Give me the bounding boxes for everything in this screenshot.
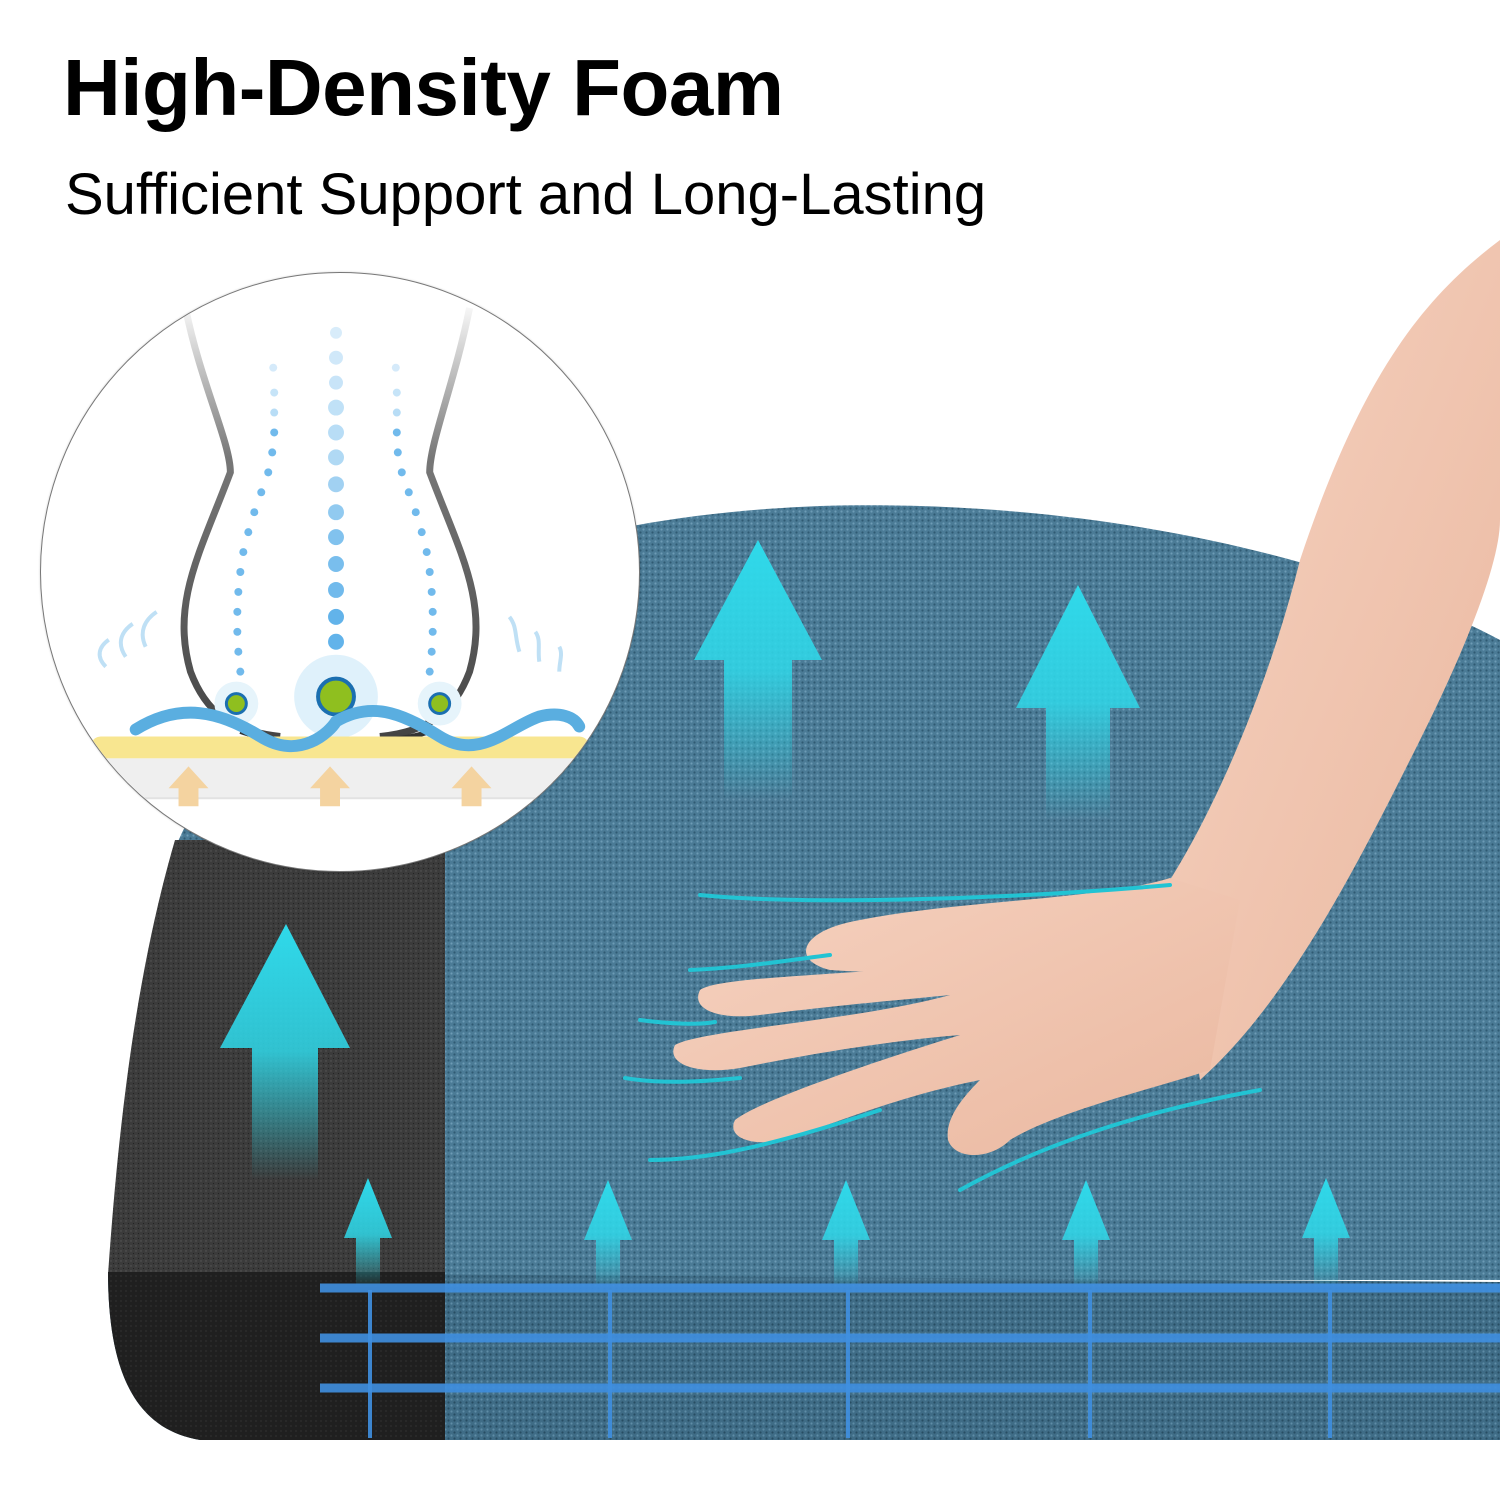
hand-illustration <box>673 240 1500 1155</box>
foam-front <box>108 1272 445 1440</box>
pressure-motion-lines <box>623 883 1262 1192</box>
cushion-front <box>108 1272 1500 1440</box>
big-support-arrow-icon <box>1016 585 1140 820</box>
small-support-arrow-icon <box>344 1178 1350 1290</box>
big-support-arrow-icon <box>694 540 822 800</box>
airflow-arrow-icon <box>97 610 564 672</box>
foam-structure-grid <box>320 1283 1500 1438</box>
big-support-arrow-icon <box>220 924 350 1180</box>
page-title: High-Density Foam <box>63 43 784 132</box>
upward-support-arrow-icon <box>168 766 492 807</box>
pressure-dots-icon <box>233 326 437 676</box>
wave-foam-layer-icon <box>129 704 586 753</box>
pressure-diagram-inset <box>40 272 640 872</box>
page-subtitle: Sufficient Support and Long-Lasting <box>65 162 987 227</box>
